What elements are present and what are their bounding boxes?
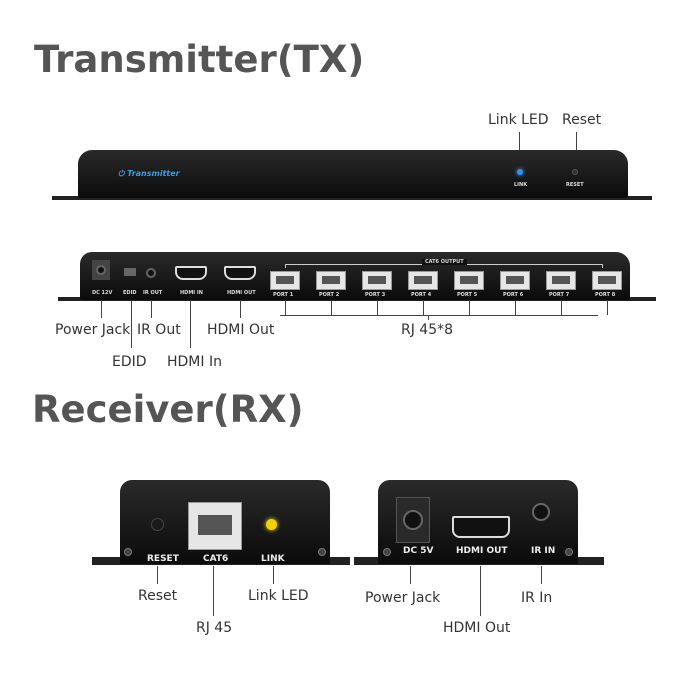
rj45-port-icon [500, 271, 530, 290]
leader-line [240, 300, 241, 318]
ir-out-jack-icon [146, 268, 156, 278]
link-led-icon [517, 169, 523, 175]
tx-front-flange [52, 196, 652, 200]
tx-brand: ⏻ Transmitter [118, 169, 180, 178]
port-silk: PORT 2 [319, 292, 340, 298]
leader-line [515, 300, 516, 315]
rj45-port-icon [546, 271, 576, 290]
link-silk: LINK [261, 554, 285, 564]
hdmi-out-silk: HDMI OUT [227, 290, 256, 296]
port-silk: PORT 1 [273, 292, 294, 298]
leader-line [428, 315, 429, 320]
ir-in-jack-icon [532, 503, 550, 521]
tx-title: Transmitter(TX) [34, 38, 365, 81]
hdmi-in-port-icon [175, 266, 207, 280]
rj45-port-icon [362, 271, 392, 290]
port-silk: PORT 4 [411, 292, 432, 298]
link-led-icon [266, 519, 277, 530]
callout-ir-in: IR In [521, 590, 553, 606]
rj45-port-icon [408, 271, 438, 290]
rj45-port-icon [592, 271, 622, 290]
brand-label: Transmitter [127, 169, 180, 178]
leader-line [151, 300, 152, 318]
port-silk: PORT 5 [457, 292, 478, 298]
rx-right-unit: DC 5V HDMI OUT IR IN [378, 480, 578, 564]
callout-edid: EDID [112, 354, 147, 370]
port-silk: PORT 8 [595, 292, 616, 298]
leader-line [607, 300, 608, 315]
reset-silk: RESET [566, 182, 584, 188]
cat6-port-icon [188, 502, 242, 550]
rj45-port-icon [454, 271, 484, 290]
hdmi-out-port-icon [452, 516, 510, 538]
rx-title: Receiver(RX) [32, 388, 304, 431]
callout-hdmi-out: HDMI Out [443, 620, 511, 636]
hdmi-in-silk: HDMI IN [180, 290, 203, 296]
leader-line [561, 300, 562, 315]
screw-icon [318, 548, 326, 556]
dc-jack-icon [92, 260, 110, 280]
leader-line [410, 566, 411, 584]
port-silk: PORT 3 [365, 292, 386, 298]
screw-icon [383, 548, 391, 556]
screw-icon [124, 548, 132, 556]
callout-link-led: Link LED [248, 588, 309, 604]
callout-link-led: Link LED [488, 112, 549, 128]
edid-switch[interactable] [124, 268, 136, 276]
leader-line [213, 566, 214, 616]
hdmi-out-port-icon [224, 266, 256, 280]
leader-line [285, 300, 286, 315]
leader-line [541, 566, 542, 584]
dc-silk: DC 5V [403, 546, 434, 556]
rx-left-unit: RESET CAT6 LINK [120, 480, 330, 564]
link-silk: LINK [514, 182, 528, 188]
leader-line [377, 300, 378, 315]
reset-button[interactable] [151, 518, 164, 531]
ir-in-silk: IR IN [531, 546, 556, 556]
callout-power-jack: Power Jack [365, 590, 441, 606]
hdmi-out-silk: HDMI OUT [456, 546, 508, 556]
cat6-output-silk: CAT6 OUTPUT [422, 259, 467, 265]
port-silk: PORT 6 [503, 292, 524, 298]
rj45-port-icon [316, 271, 346, 290]
dc-jack-icon [396, 497, 430, 543]
reset-button[interactable] [572, 169, 578, 175]
leader-line [469, 300, 470, 315]
tx-front-panel: ⏻ Transmitter LINK RESET [78, 150, 628, 198]
leader-line [519, 132, 520, 166]
leader-line [423, 300, 424, 315]
leader-line [101, 300, 102, 318]
callout-reset: Reset [562, 112, 602, 128]
callout-rj45: RJ 45 [196, 620, 233, 636]
leader-line [157, 566, 158, 584]
leader-line [131, 300, 132, 348]
callout-reset: Reset [138, 588, 178, 604]
tx-back-panel: DC 12V EDID IR OUT HDMI IN HDMI OUT CAT6… [80, 252, 630, 300]
callout-hdmi-out: HDMI Out [207, 322, 275, 338]
ports-bracket-line [280, 315, 598, 316]
leader-line [576, 132, 577, 166]
callout-rj45-8: RJ 45*8 [401, 322, 454, 338]
callout-hdmi-in: HDMI In [167, 354, 222, 370]
leader-line [480, 566, 481, 616]
leader-line [190, 300, 191, 348]
edid-silk: EDID [123, 290, 137, 296]
screw-icon [565, 548, 573, 556]
dc-silk: DC 12V [92, 290, 113, 296]
reset-silk: RESET [147, 554, 179, 564]
leader-line [331, 300, 332, 315]
ir-out-silk: IR OUT [143, 290, 163, 296]
cat6-silk: CAT6 [203, 554, 229, 564]
callout-ir-out: IR Out [137, 322, 181, 338]
rj45-port-icon [270, 271, 300, 290]
port-silk: PORT 7 [549, 292, 570, 298]
callout-power-jack: Power Jack [55, 322, 131, 338]
leader-line [273, 566, 274, 584]
